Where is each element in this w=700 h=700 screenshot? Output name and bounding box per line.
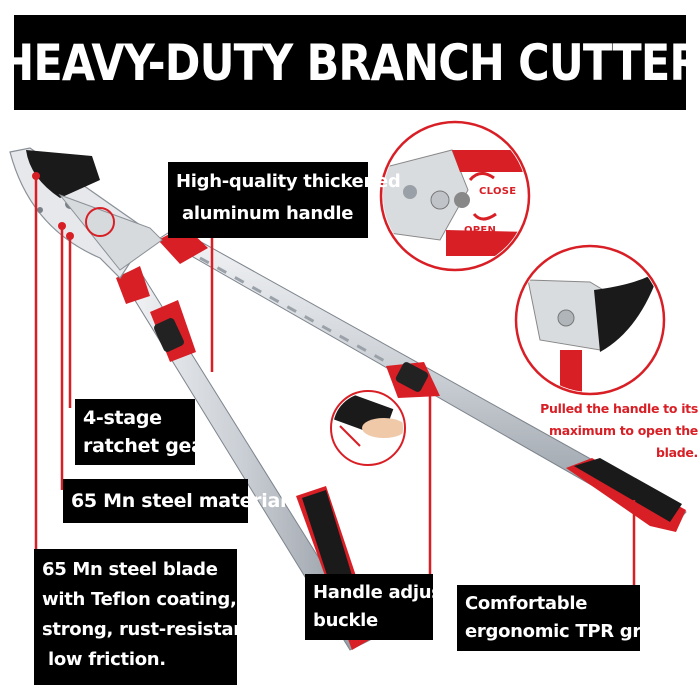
arrow-close-icon (468, 172, 495, 182)
label-tpr-grip: Comfortable ergonomic TPR grip (457, 585, 660, 651)
note-line: maximum to open the (549, 423, 698, 438)
label-line: ratchet gear (83, 435, 213, 457)
close-label: CLOSE (479, 186, 517, 197)
label-line: ergonomic TPR grip (465, 621, 660, 642)
page-title: HEAVY-DUTY BRANCH CUTTER (0, 33, 700, 92)
label-aluminum-handle: High-quality thickened aluminum handle (168, 162, 401, 238)
label-line: aluminum handle (176, 203, 354, 224)
arrow-open-icon (472, 212, 497, 221)
pointer-dots (32, 172, 74, 240)
label-line: with Teflon coating, (42, 589, 237, 610)
label-line: Comfortable (465, 593, 588, 614)
note-line: blade. (655, 445, 698, 460)
open-note: Pulled the handle to its maximum to open… (540, 398, 698, 464)
pointer-lines (34, 176, 636, 588)
label-line: High-quality thickened (176, 171, 401, 192)
label-steel-material: 65 Mn steel material (63, 479, 287, 523)
title-banner: HEAVY-DUTY BRANCH CUTTER (0, 15, 700, 110)
right-handle (158, 226, 687, 532)
hand-adjust-detail (330, 390, 406, 466)
gear-mechanism-detail (379, 120, 531, 272)
label-handle-buckle: Handle adjust buckle (305, 574, 450, 640)
label-line: strong, rust-resistant, (42, 619, 261, 640)
open-label: OPEN (464, 225, 497, 236)
label-steel-blade: 65 Mn steel blade with Teflon coating, s… (34, 549, 261, 685)
label-line: 65 Mn steel material (71, 490, 287, 512)
label-line: 65 Mn steel blade (42, 559, 218, 580)
label-line: 4-stage (83, 407, 162, 429)
label-ratchet-gear: 4-stage ratchet gear (75, 399, 213, 465)
label-line: buckle (313, 610, 378, 631)
note-line: Pulled the handle to its (540, 401, 698, 416)
label-line: Handle adjust (313, 582, 450, 603)
blade-head (9, 147, 163, 279)
label-line: low friction. (42, 649, 166, 670)
blade-open-detail (514, 244, 666, 396)
